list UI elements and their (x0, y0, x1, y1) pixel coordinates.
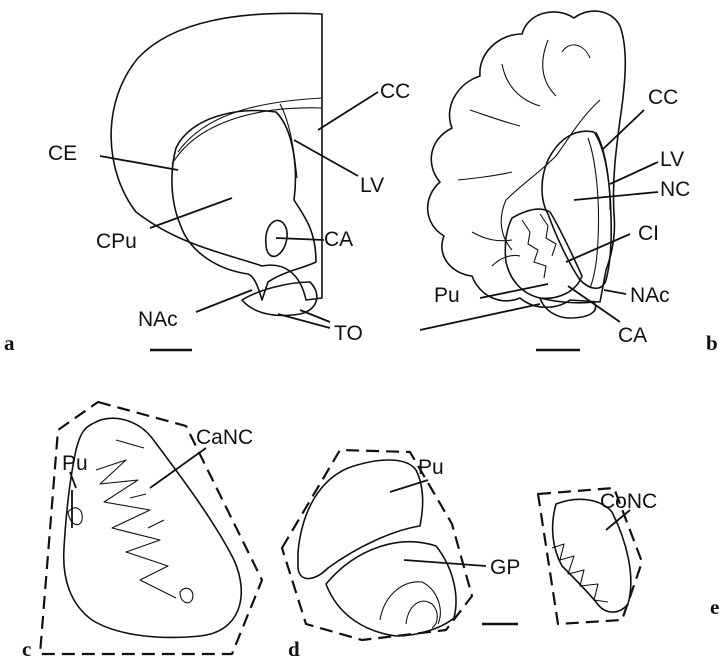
label-cc-a: CC (380, 80, 410, 103)
pu-region-d (298, 460, 423, 579)
label-ca-b: CA (618, 324, 647, 347)
label-nac-b: NAc (630, 284, 670, 307)
panel-letter-c: c (22, 637, 31, 656)
label-lv-b: LV (660, 148, 684, 171)
conc-region (553, 499, 631, 612)
label-nac-a: NAc (138, 308, 178, 331)
canc-region (64, 418, 242, 637)
label-ci: CI (638, 222, 659, 245)
cortex-inner-arc (172, 108, 322, 164)
panel-letter-b: b (706, 331, 718, 355)
hemisphere-outline-a (111, 13, 322, 300)
gyri-inner-b (458, 40, 590, 266)
panel-letter-e: e (710, 595, 719, 619)
panel-b: CC LV NC CI Pu NAc CA b (420, 11, 718, 355)
label-to: TO (334, 322, 363, 345)
white-matter-b (501, 100, 600, 250)
label-cpu: CPu (96, 230, 137, 253)
label-canc: CaNC (196, 426, 253, 449)
label-lv-a: LV (360, 174, 384, 197)
label-conc: CoNC (600, 490, 657, 513)
ci-stripe (588, 138, 599, 288)
label-gp: GP (490, 556, 520, 579)
conc-strands (552, 544, 608, 602)
label-ca-a: CA (324, 228, 353, 251)
label-pu-c: Pu (62, 452, 88, 475)
gp-inner (406, 601, 437, 628)
panel-letter-a: a (4, 331, 15, 355)
label-cc-b: CC (648, 86, 678, 109)
panel-a: CC CE LV CPu CA NAc TO a (4, 13, 410, 355)
canc-strands (96, 440, 176, 598)
label-ce: CE (48, 142, 77, 165)
panel-letter-d: d (288, 637, 300, 656)
pu-islands-c (68, 508, 193, 603)
label-pu-b: Pu (434, 284, 460, 307)
label-nc: NC (660, 178, 690, 201)
panel-e: CoNC e (538, 488, 719, 624)
cpu-region (172, 111, 316, 301)
panel-c: Pu CaNC c (22, 402, 262, 656)
label-pu-d: Pu (418, 456, 444, 479)
panel-d: Pu GP d (282, 450, 520, 656)
